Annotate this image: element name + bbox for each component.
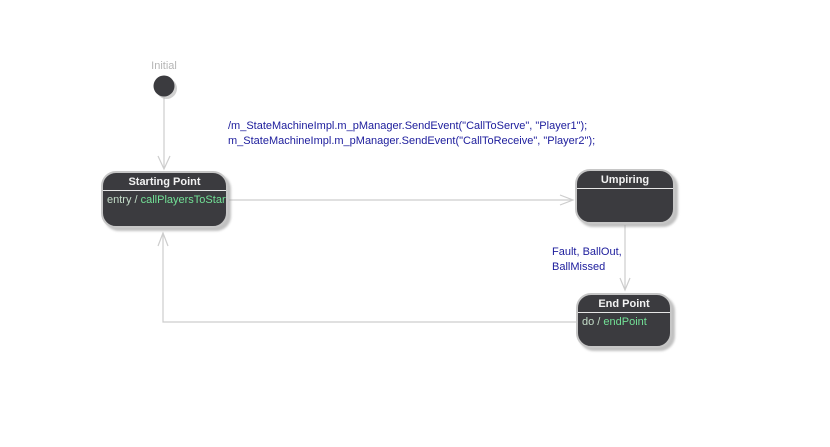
transition-end-to-starting[interactable] bbox=[157, 231, 576, 323]
state-title: Starting Point bbox=[103, 173, 226, 191]
arrowhead-right-icon bbox=[559, 194, 575, 206]
transition-label-line: m_StateMachineImpl.m_pManager.SendEvent(… bbox=[228, 135, 596, 147]
action-prefix: entry / bbox=[107, 194, 141, 206]
state-title: Umpiring bbox=[577, 171, 673, 189]
action-name: endPoint bbox=[603, 316, 647, 328]
transition-label-line: /m_StateMachineImpl.m_pManager.SendEvent… bbox=[228, 120, 588, 132]
transition-label-line: Fault, BallOut, bbox=[552, 246, 622, 258]
state-actions: entry / callPlayersToStart bbox=[103, 191, 226, 209]
initial-label: Initial bbox=[151, 60, 177, 72]
arrowhead-down-icon bbox=[157, 155, 171, 171]
arrowhead-down-icon bbox=[619, 277, 631, 292]
state-starting-point[interactable]: Starting Point entry / callPlayersToStar… bbox=[101, 171, 228, 228]
state-actions: do / endPoint bbox=[578, 313, 670, 331]
action-name: callPlayersToStart bbox=[140, 194, 228, 206]
state-end-point[interactable]: End Point do / endPoint bbox=[576, 293, 672, 348]
initial-node-circle bbox=[153, 75, 175, 97]
initial-node[interactable] bbox=[153, 75, 178, 100]
transition-label-starting-to-umpiring: /m_StateMachineImpl.m_pManager.SendEvent… bbox=[228, 119, 595, 149]
arrowhead-up-icon bbox=[157, 231, 169, 247]
state-umpiring[interactable]: Umpiring bbox=[575, 169, 675, 224]
transition-label-line: BallMissed bbox=[552, 261, 606, 273]
transition-umpiring-to-end[interactable] bbox=[619, 225, 631, 292]
state-title: End Point bbox=[578, 295, 670, 313]
transition-initial-to-starting[interactable] bbox=[157, 97, 171, 171]
action-prefix: do / bbox=[582, 316, 604, 328]
transition-starting-to-umpiring[interactable] bbox=[229, 194, 575, 206]
transition-label-umpiring-to-end: Fault, BallOut, BallMissed bbox=[552, 245, 622, 275]
state-actions bbox=[577, 189, 673, 195]
